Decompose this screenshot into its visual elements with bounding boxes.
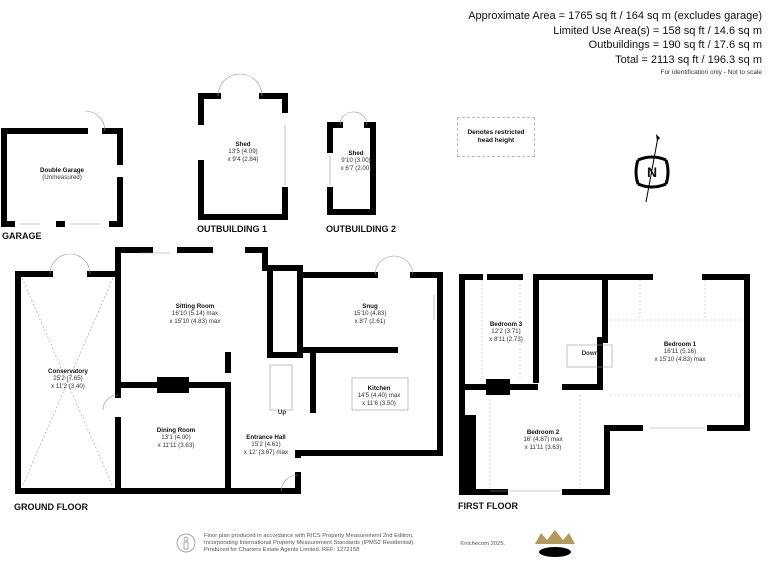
garage-walls: [1, 128, 123, 227]
restricted-head-height-lines: [481, 280, 740, 488]
outbuilding1-title: OUTBUILDING 1: [197, 224, 268, 234]
footer-notes: Floor plan produced in accordance with R…: [204, 533, 415, 554]
first-interior-walls: [459, 274, 608, 390]
scale-note: For identification only - Not to scale: [660, 69, 762, 76]
outbuilding2-title: OUTBUILDING 2: [326, 224, 397, 234]
door-arc: [49, 73, 414, 492]
outbuildings-area: Outbuildings = 190 sq ft / 17.6 sq m: [588, 39, 762, 51]
window: [20, 125, 705, 492]
shed2-walls: [327, 122, 376, 215]
compass-icon: [634, 134, 670, 203]
chimney: [462, 415, 476, 492]
stairs: [566, 344, 613, 368]
stairs-up-label: Up: [277, 409, 287, 416]
garage-title: GARAGE: [2, 231, 42, 241]
nichecom-crown-logo: [535, 530, 575, 557]
approximate-area: Approximate Area = 1765 sq ft / 164 sq m…: [468, 10, 762, 22]
compass-label: N: [647, 164, 658, 180]
copyright: ©nichecom 2025.: [460, 541, 506, 547]
chimney: [486, 379, 510, 395]
first-floor-title: FIRST FLOOR: [458, 501, 518, 511]
limited-use-area: Limited Use Area(s) = 158 sq ft / 14.6 s…: [553, 24, 762, 37]
person-icon: [176, 533, 196, 553]
stairs: [269, 364, 293, 411]
restricted-height-legend: Denotes restricted head height: [457, 117, 535, 157]
conservatory-roof-lines: [21, 277, 114, 488]
room-garage: Double Garage(Unmeasured): [39, 167, 85, 182]
total-area: Total = 2113 sq ft / 196.3 sq m: [615, 53, 762, 66]
ground-floor-title: GROUND FLOOR: [14, 502, 88, 512]
area-summary: Approximate Area = 1765 sq ft / 164 sq m…: [468, 9, 762, 79]
chimney: [157, 377, 189, 393]
ground-floor-walls: [15, 247, 443, 494]
stairs-down-label: Down: [581, 350, 599, 357]
shed1-walls: [198, 93, 288, 220]
kitchen-island: [351, 377, 409, 411]
